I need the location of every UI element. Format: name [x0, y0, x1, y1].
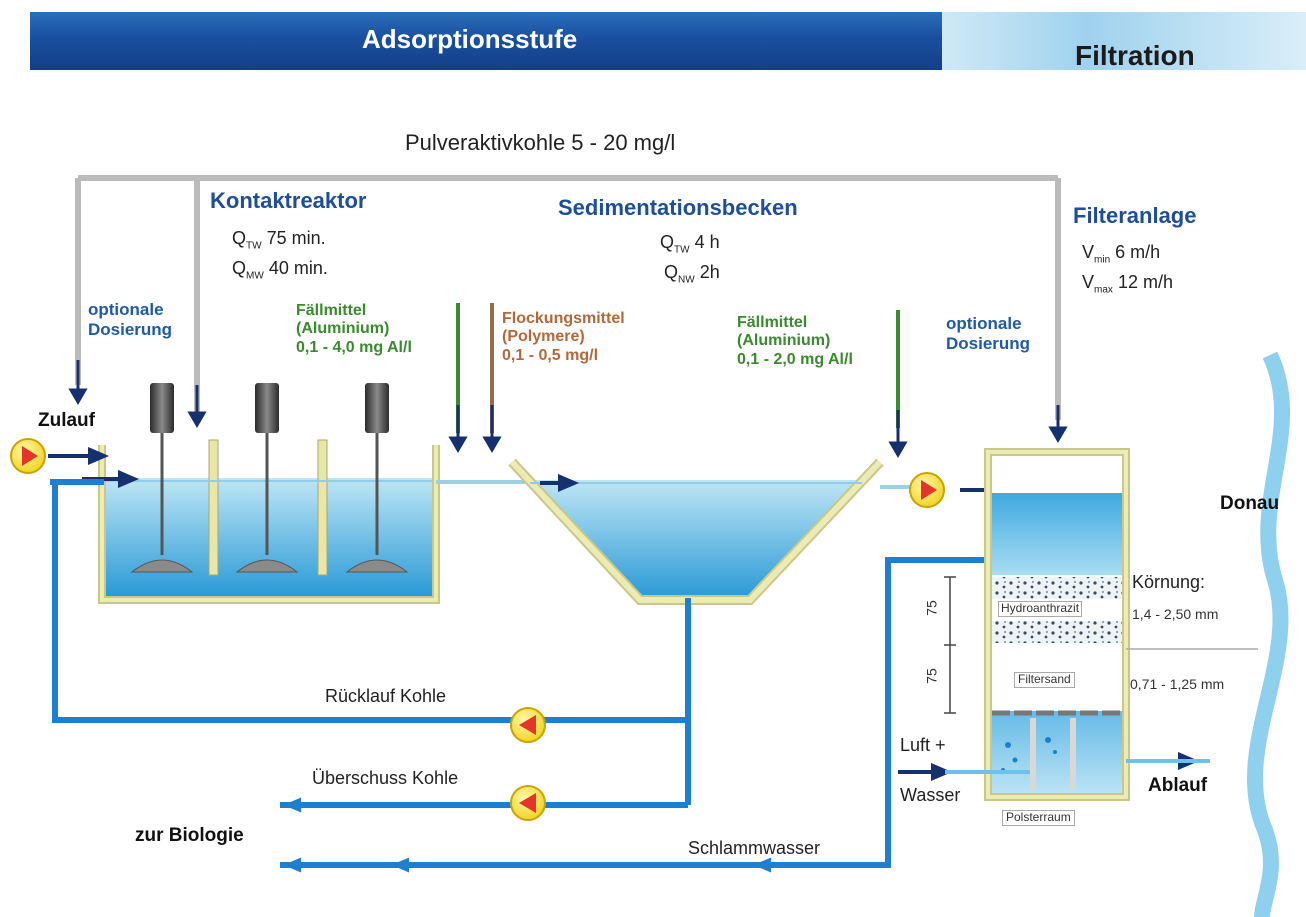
optional-dosing-left: optionale Dosierung — [88, 300, 173, 339]
header-title-filtration: Filtration — [1075, 40, 1195, 71]
sedimentation-qtw: QTW 4 h — [660, 232, 720, 256]
filter-plant-title: Filteranlage — [1073, 203, 1197, 228]
excess-carbon-label: Überschuss Kohle — [312, 768, 459, 788]
dosing-line — [75, 175, 1061, 420]
optional-dosing-right: optionale Dosierung — [946, 314, 1031, 353]
grain-size-1: 1,4 - 2,50 mm — [1132, 606, 1219, 622]
river-label: Donau — [1220, 493, 1280, 514]
filtersand-label: Filtersand — [1014, 672, 1075, 688]
inflow-pipe — [50, 479, 688, 723]
pump-return — [510, 707, 546, 743]
filter-plant-vmax: Vmax 12 m/h — [1082, 272, 1173, 296]
dimension-label-2: 75 — [923, 668, 940, 684]
dimension-label-1: 75 — [923, 600, 940, 616]
grain-size-2: 0,71 - 1,25 mm — [1130, 676, 1225, 692]
flocculant-label: Flockungsmittel (Polymere) 0,1 - 0,5 mg/… — [502, 310, 625, 364]
sludge-water-label: Schlammwasser — [688, 838, 821, 858]
return-carbon-label: Rücklauf Kohle — [325, 686, 447, 706]
mixers — [130, 383, 409, 573]
inflow-label: Zulauf — [38, 410, 95, 431]
pump-filter — [909, 472, 945, 508]
filter-dimensions — [944, 576, 1258, 714]
chemical-dosing-lines — [448, 303, 908, 458]
contact-reactor-qtw: QTW 75 min. — [232, 228, 326, 252]
air-water-label-1: Luft + — [900, 735, 946, 755]
pump-excess — [510, 785, 546, 821]
outflow-label: Ablauf — [1148, 775, 1208, 796]
contact-reactor-qmw: QMW 40 min. — [232, 258, 328, 282]
header-bar-adsorption — [30, 12, 942, 70]
contact-reactor-title: Kontaktreaktor — [210, 188, 367, 213]
river-donau — [1247, 351, 1291, 917]
return-pipes — [280, 557, 990, 868]
header-title-adsorption: Adsorptionsstufe — [362, 24, 578, 54]
sedimentation-basin — [508, 458, 884, 605]
return-pipe-arrows — [283, 797, 771, 873]
hydroanthrazit-label: Hydroanthrazit — [998, 601, 1083, 617]
filter-plant-vmin: Vmin 6 m/h — [1082, 242, 1161, 266]
air-water-label-2: Wasser — [900, 785, 961, 805]
sedimentation-title: Sedimentationsbecken — [558, 195, 798, 220]
header-bar-filtration — [942, 12, 1306, 70]
to-biology-label: zur Biologie — [135, 825, 244, 846]
dosing-arrows — [68, 360, 1068, 443]
precipitant-2-label: Fällmittel (Aluminium) 0,1 - 2,0 mg Al/l — [737, 314, 853, 368]
grain-size-label: Körnung: — [1132, 572, 1206, 592]
precipitant-1-label: Fällmittel (Aluminium) 0,1 - 4,0 mg Al/l — [296, 302, 412, 356]
polsterraum-label: Polsterraum — [1002, 810, 1075, 826]
sedimentation-qnw: QNW 2h — [664, 262, 720, 286]
pump-inflow — [10, 438, 46, 474]
filter-unit — [945, 448, 1210, 801]
contact-reactor-tank — [98, 439, 440, 604]
dosing-line-label: Pulveraktivkohle 5 - 20 mg/l — [405, 130, 676, 155]
